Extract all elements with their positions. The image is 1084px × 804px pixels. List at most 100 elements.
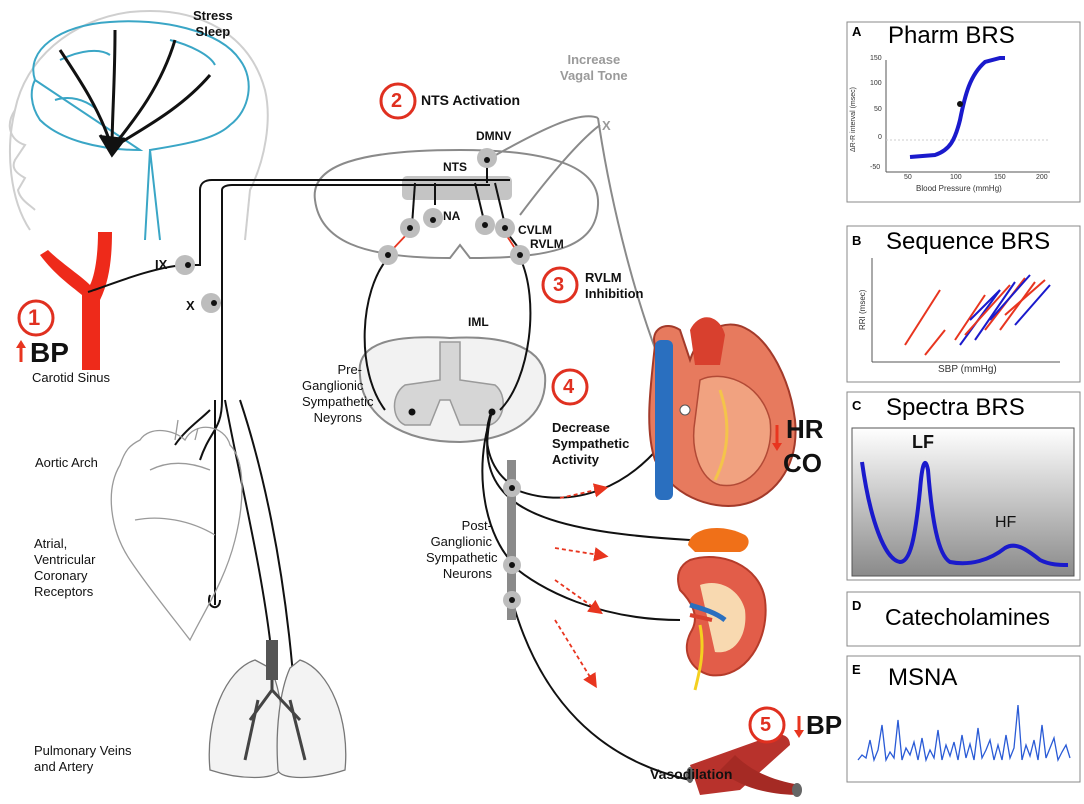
panel-a-ytick: 50 xyxy=(874,106,882,113)
panel-b-ylabel: RRI (msec) xyxy=(858,289,867,330)
panel-b-axes xyxy=(871,258,1060,363)
aortic-arch-label: Aortic Arch xyxy=(35,455,98,470)
rvlm-label: RVLM xyxy=(530,237,564,251)
node-x xyxy=(201,293,221,313)
step-1-circle xyxy=(17,299,55,337)
node-post-1 xyxy=(503,479,521,497)
panel-b-title: Sequence BRS xyxy=(886,228,1051,255)
panel-e-title: MSNA xyxy=(888,664,958,691)
panel-a-ytick: 100 xyxy=(870,80,882,87)
ix-label: IX xyxy=(155,257,168,272)
panel-c-letter: C xyxy=(852,398,862,413)
iml-label: IML xyxy=(468,315,489,329)
node-left-rvlm xyxy=(378,245,398,265)
sympathetic-chain xyxy=(507,460,516,620)
step-5-circle xyxy=(748,706,786,744)
step-2-label: NTS Activation xyxy=(421,92,521,108)
step-4-number: 4 xyxy=(563,376,575,398)
step-circles xyxy=(17,82,786,744)
hf-label: HF xyxy=(995,514,1017,531)
panel-a-title: Pharm BRS xyxy=(888,22,1015,49)
node-right-rvlm xyxy=(510,245,530,265)
direction-arrows xyxy=(16,340,804,738)
spectra-curve xyxy=(860,461,1069,567)
panel-e-box xyxy=(846,655,1081,783)
panel-b-xlabel: SBP (mmHg) xyxy=(938,364,997,375)
panel-d-letter: D xyxy=(852,598,862,613)
step-2-circle xyxy=(379,82,417,120)
carotid-artery xyxy=(40,232,112,370)
panel-a-ylabel: ΔR-R interval (msec) xyxy=(850,87,857,152)
msna-trace xyxy=(857,704,1071,763)
step-1-bp: BP xyxy=(30,337,69,368)
panel-a-xlabel: Blood Pressure (mmHg) xyxy=(916,184,1002,193)
node-iml-left xyxy=(408,408,416,416)
neuron-nodes xyxy=(175,148,530,609)
panel-a-axes xyxy=(885,60,1050,173)
cvlm-label: CVLM xyxy=(518,223,552,237)
panel-a-letter: A xyxy=(852,24,862,39)
node-post-2 xyxy=(503,556,521,574)
effect-arrows xyxy=(554,483,609,689)
panel-e-letter: E xyxy=(852,662,861,677)
brain-pathways xyxy=(58,29,212,158)
kidney-illustration xyxy=(677,555,767,691)
lungs-sketch xyxy=(208,640,347,779)
na-label: NA xyxy=(443,209,461,223)
adrenal-gland xyxy=(688,527,749,552)
panel-a-ytick: -50 xyxy=(870,164,881,171)
pharm-brs-point xyxy=(957,101,963,107)
panel-d-title: Catecholamines xyxy=(885,604,1050,630)
panel-a-ytick: 150 xyxy=(870,55,882,62)
step-5-bp: BP xyxy=(806,710,843,740)
panel-d-box xyxy=(846,591,1081,647)
node-ix xyxy=(175,255,195,275)
spinal-cord xyxy=(358,336,547,444)
heart-illustration xyxy=(648,317,797,507)
afferent-nerves xyxy=(87,179,510,701)
panel-b-box xyxy=(846,225,1081,383)
node-cvlm-2 xyxy=(495,218,515,238)
node-post-3 xyxy=(503,591,521,609)
heart-sketch xyxy=(110,419,243,642)
panel-a-xtick: 50 xyxy=(904,174,912,181)
panel-c-title: Spectra BRS xyxy=(886,394,1025,421)
node-na-2 xyxy=(423,208,443,228)
x-label: X xyxy=(186,298,195,313)
step-1-number: 1 xyxy=(28,305,41,330)
node-cvlm-1 xyxy=(475,215,495,235)
step-2-number: 2 xyxy=(391,90,403,112)
panel-b-letter: B xyxy=(852,233,862,248)
lf-label: LF xyxy=(912,432,934,452)
vasodilation-vessel xyxy=(686,734,802,797)
x-upper-label: X xyxy=(602,118,611,133)
hr-label: HR xyxy=(786,414,824,444)
spectra-gradient xyxy=(851,427,1075,577)
nts-shaded-region xyxy=(402,176,512,200)
co-label: CO xyxy=(783,448,822,478)
node-dmnv xyxy=(477,148,497,168)
step-3-circle xyxy=(541,266,579,304)
step-4-circle xyxy=(551,368,589,406)
panel-a-xtick: 100 xyxy=(950,174,962,181)
panel-a-xtick: 200 xyxy=(1036,174,1048,181)
pharm-brs-curve xyxy=(909,56,1005,159)
panel-a-xtick: 150 xyxy=(994,174,1006,181)
step-3-number: 3 xyxy=(553,274,565,296)
sequence-brs-lines xyxy=(904,274,1051,356)
nts-label: NTS xyxy=(443,160,467,174)
descending-pathways xyxy=(363,257,691,781)
node-na-1 xyxy=(400,218,420,238)
panel-a-ytick: 0 xyxy=(878,134,882,141)
dmnv-label: DMNV xyxy=(476,129,512,143)
vasodilation-label: Vasodilation xyxy=(650,766,733,782)
